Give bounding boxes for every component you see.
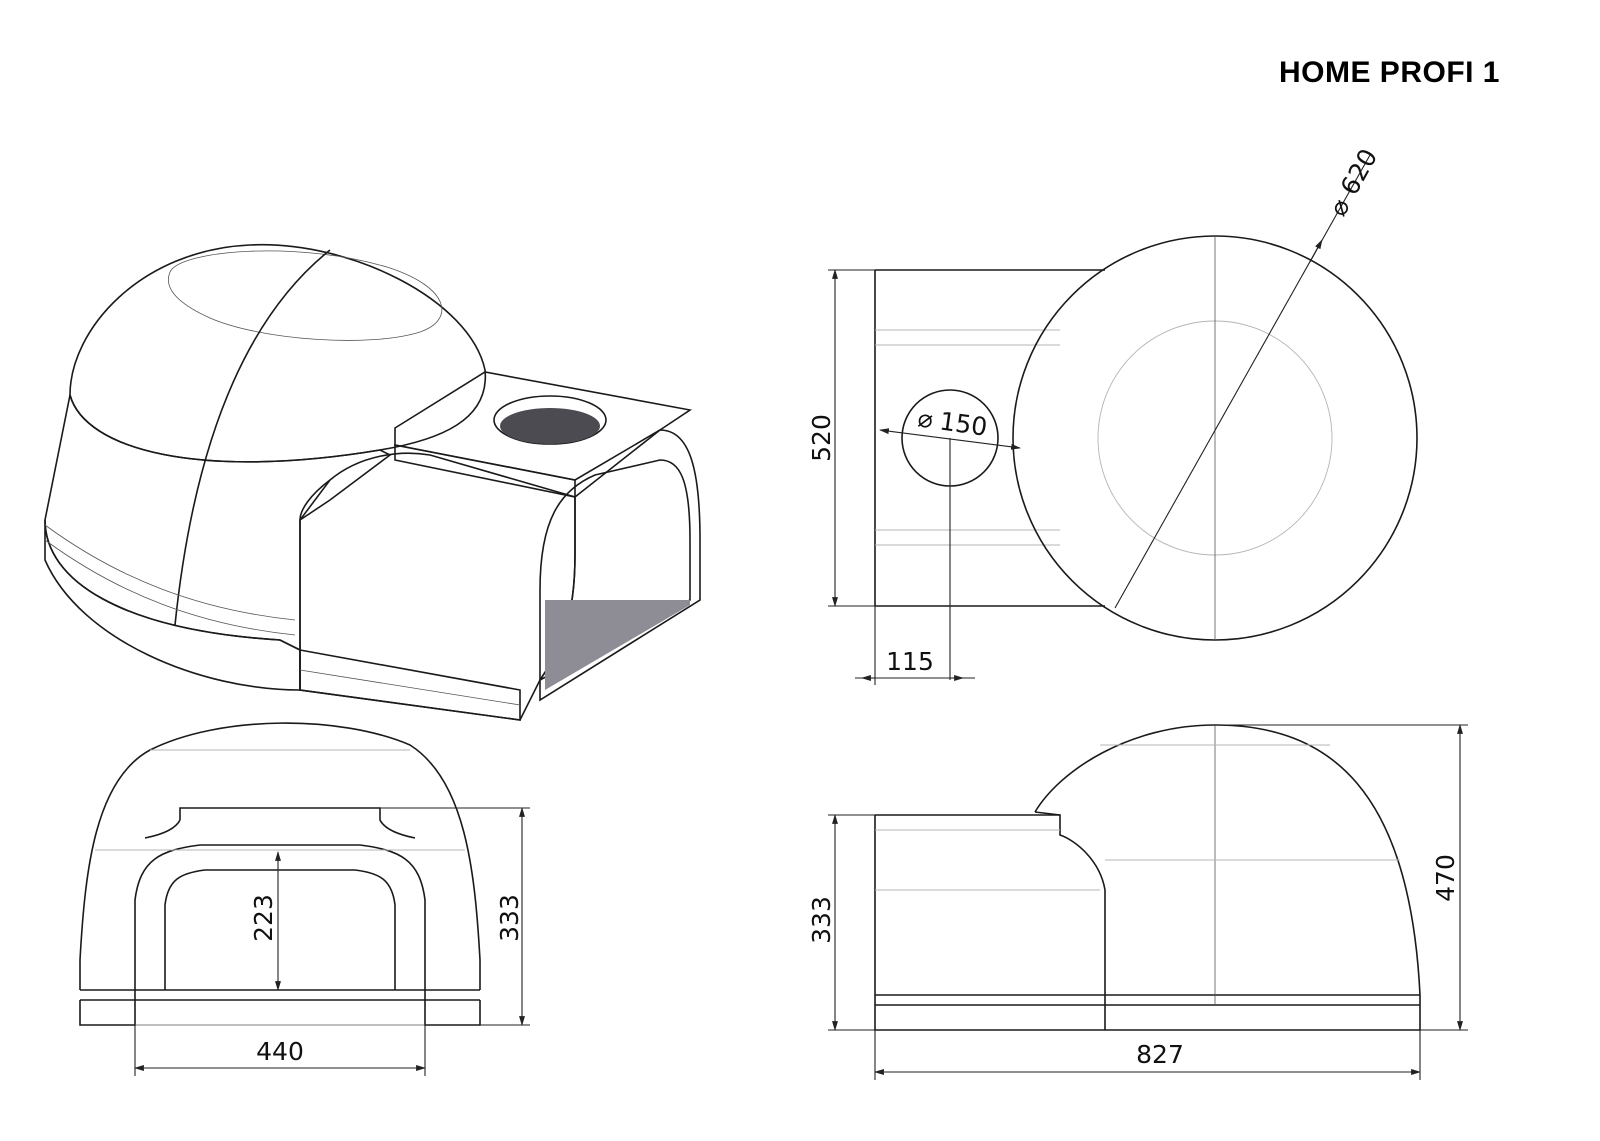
dim-front-height: 333 (495, 894, 524, 942)
isometric-oven-render (44, 243, 701, 721)
side-view-elevation (828, 724, 1468, 1080)
front-view-elevation (79, 722, 530, 1076)
dim-entrance-height: 333 (807, 896, 836, 944)
dim-opening-width: 440 (256, 1037, 304, 1066)
chimney-diameter-value: 150 (938, 406, 989, 441)
top-view-plan (828, 154, 1418, 685)
drawing-title: HOME PROFI 1 (1278, 56, 1500, 89)
dim-chimney-diameter: ⌀ 150 (916, 403, 989, 441)
dim-top-width: 520 (807, 414, 836, 462)
dim-dome-diameter: ⌀ 620 (1323, 144, 1383, 221)
dim-side-length: 827 (1136, 1040, 1184, 1069)
dim-chimney-offset: 115 (886, 647, 934, 676)
dome-diameter-value: 620 (1335, 144, 1383, 200)
dim-side-height: 470 (1431, 854, 1460, 902)
dim-opening-height: 223 (249, 894, 278, 942)
diameter-symbol: ⌀ (916, 403, 935, 434)
diameter-symbol: ⌀ (1323, 194, 1356, 221)
